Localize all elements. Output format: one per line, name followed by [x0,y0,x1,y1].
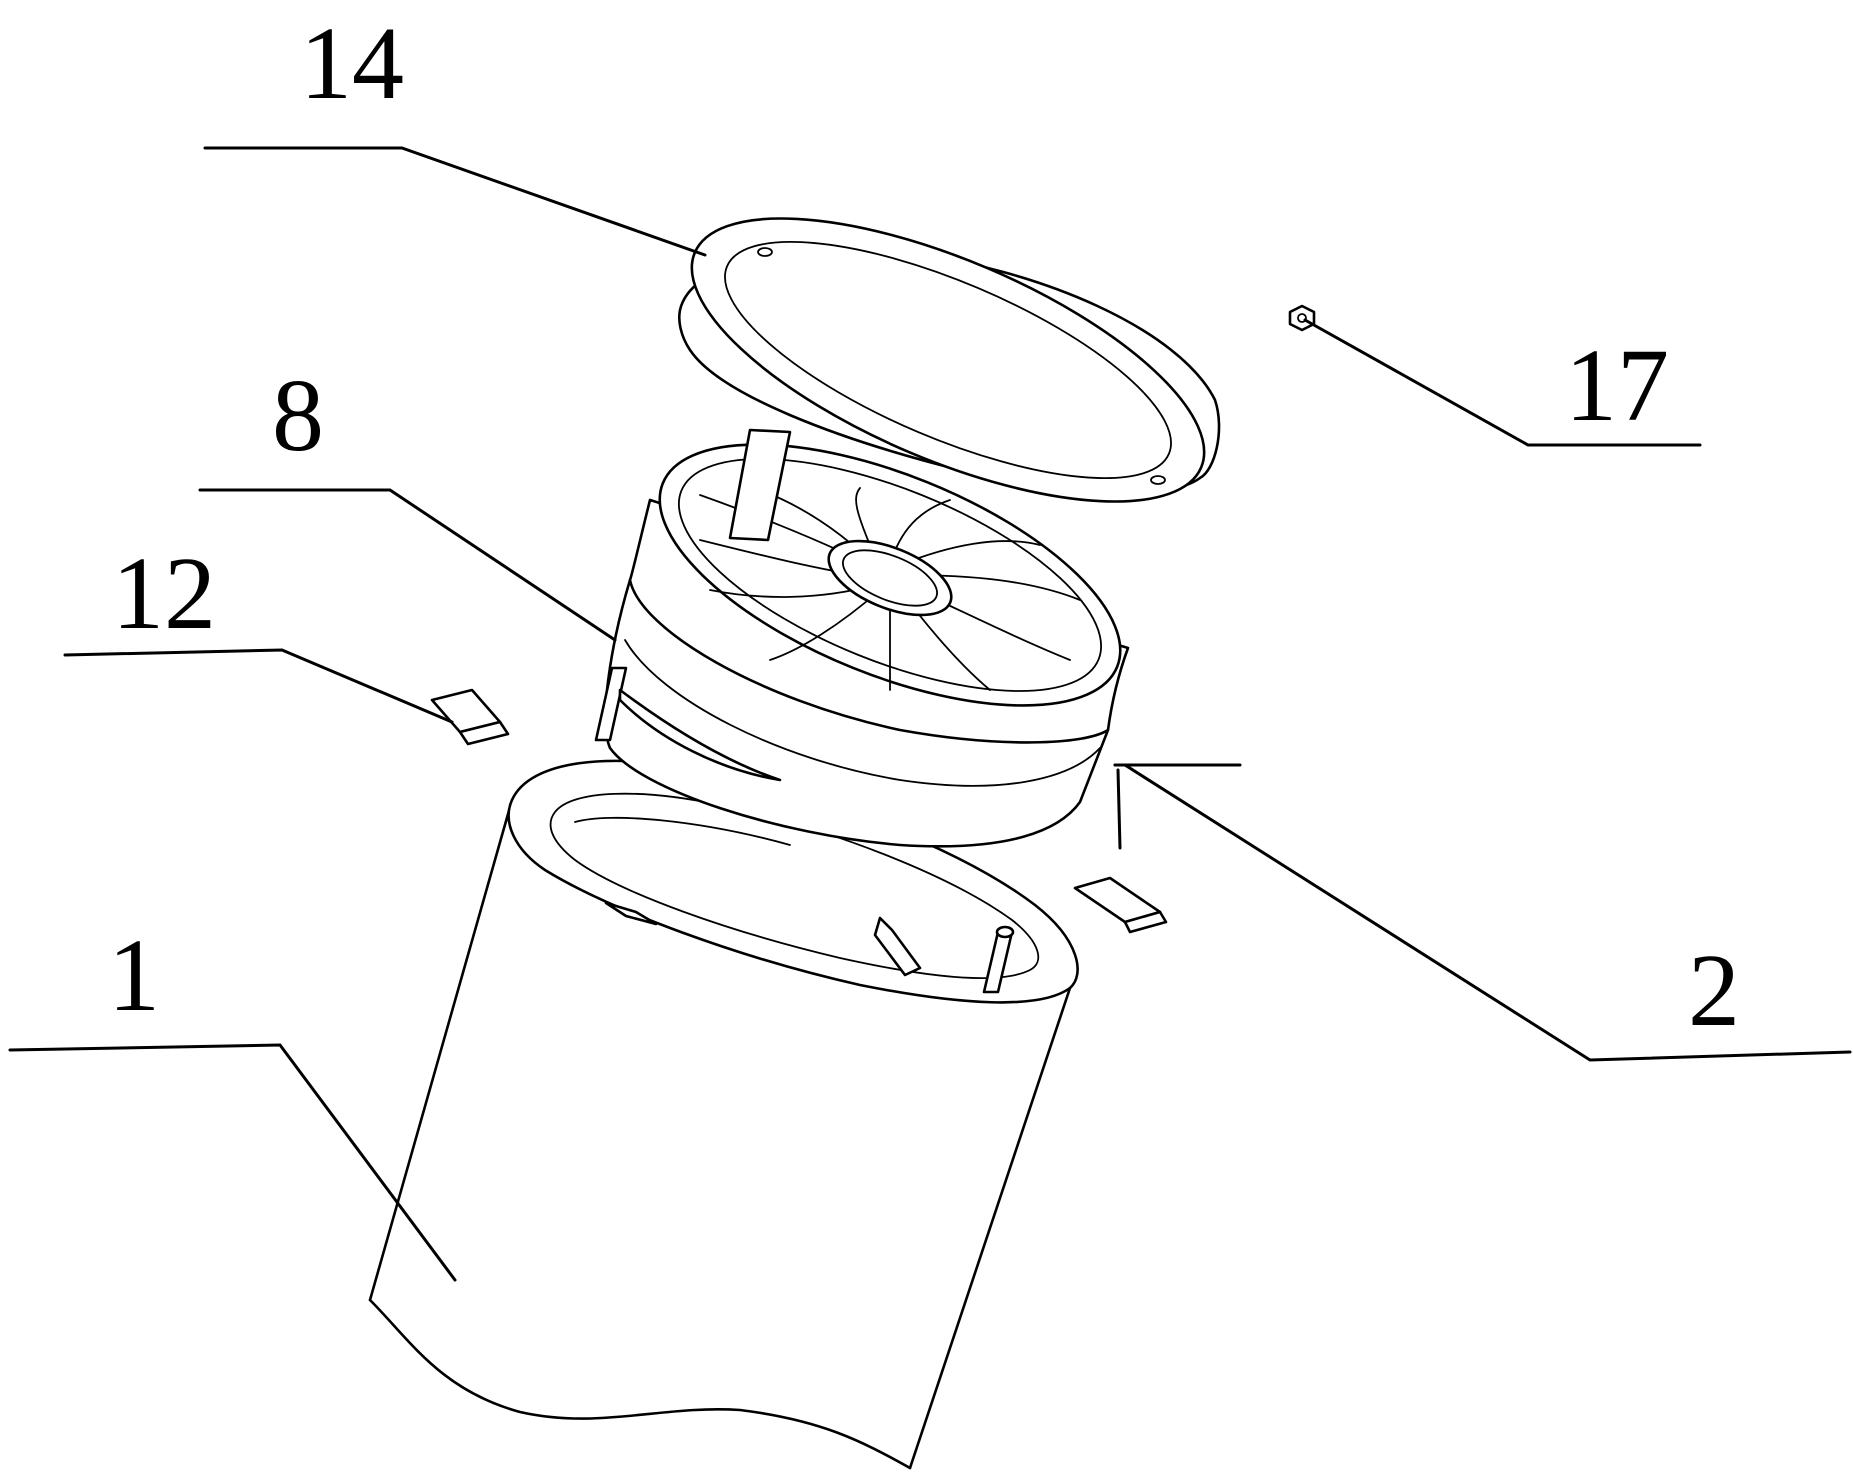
callout-labels: 14 17 8 12 1 2 [108,6,1740,1048]
part-1-cylinder-housing [368,759,1079,1470]
callout-17: 17 [1565,328,1669,443]
leader-lines [8,146,1852,1282]
callout-14: 14 [300,6,404,121]
callout-12: 12 [112,536,216,651]
part-14-top-ring [678,217,1221,542]
callout-2: 2 [1688,933,1740,1048]
callout-8: 8 [272,358,324,473]
callout-1: 1 [108,918,160,1033]
part-17-nut [1288,304,1316,332]
